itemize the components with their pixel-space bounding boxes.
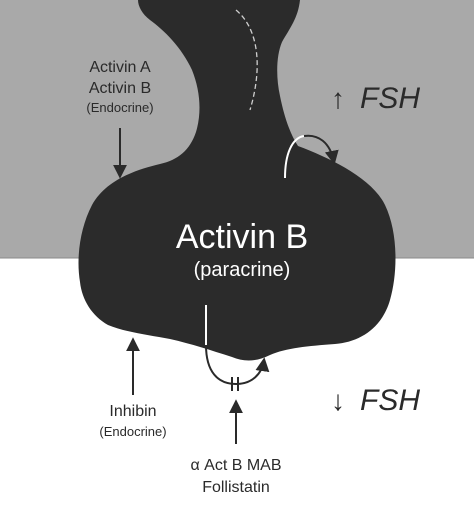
cell-body [78,0,396,361]
paracrine-loop-arrow [205,344,270,386]
fsh-stimulation-arrow [303,134,339,165]
center-subtitle: (paracrine) [194,259,291,281]
label-activin-a: Activin A [89,59,151,76]
label-endocrine-top: (Endocrine) [86,100,153,115]
stalk-dashed-outline [235,9,258,111]
label-follistatin: Follistatin [202,479,270,496]
label-mab: α Act B MAB [190,457,281,474]
label-activin-b-endocrine: Activin B [89,80,151,97]
fsh-stimulation-arrow-inner [284,135,305,179]
fsh-up-arrow-glyph: ↑ [331,83,345,114]
label-fsh-up: FSH [360,82,420,115]
label-fsh-down: FSH [360,384,420,417]
center-title: Activin B [176,218,308,256]
label-endocrine-bottom: (Endocrine) [99,424,166,439]
label-inhibin: Inhibin [109,403,156,420]
fsh-down-arrow-glyph: ↓ [331,385,345,416]
